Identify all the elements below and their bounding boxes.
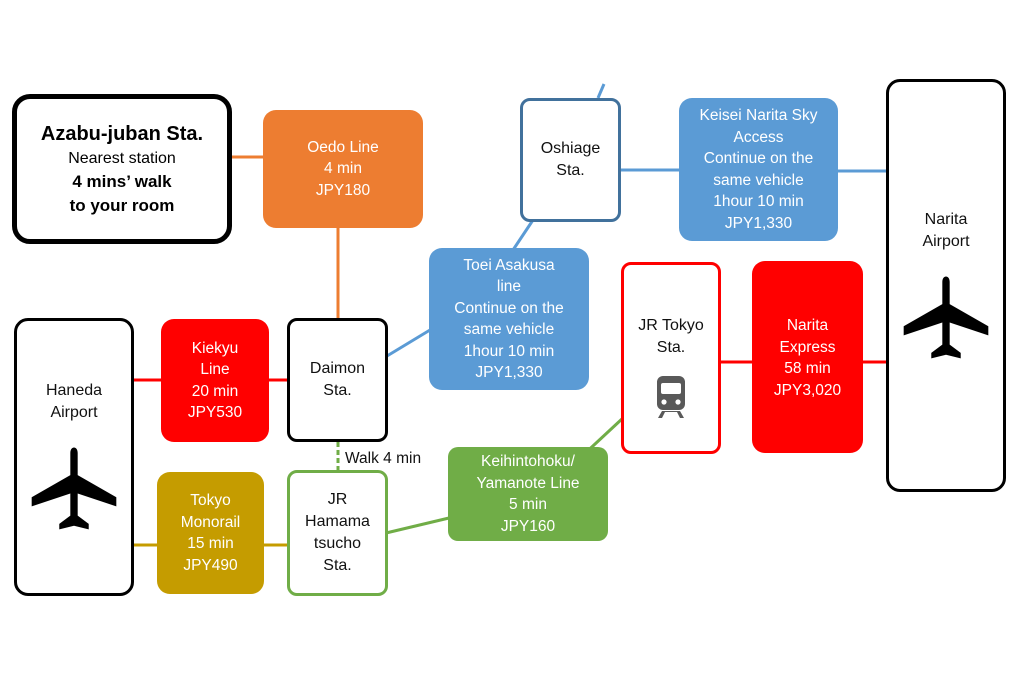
nex-time: 58 min (784, 360, 831, 377)
nex-name: Narita (786, 317, 829, 334)
asakusa-name: Toei Asakusa (463, 256, 555, 274)
asakusa-fare: JPY1,330 (475, 364, 543, 381)
hamamatsucho-operator: JR (327, 491, 348, 508)
oedo-line-fare: JPY180 (315, 181, 371, 199)
asakusa-line-word: line (496, 278, 522, 295)
monorail-fare: JPY490 (183, 556, 238, 574)
jr-tokyo-station-box: JR Tokyo Sta. (621, 262, 721, 454)
airplane-icon (903, 276, 989, 358)
monorail-line-word: Monorail (180, 513, 241, 531)
daimon-station-box: Daimon Sta. (287, 318, 388, 442)
oshiage-name: Oshiage (540, 140, 601, 157)
jr-tokyo-suffix: Sta. (656, 339, 686, 356)
keihin-time: 5 min (509, 496, 547, 513)
narita-express-card: Narita Express 58 min JPY3,020 (752, 261, 863, 453)
hamamatsucho-name-2: tsucho (313, 535, 362, 552)
hamamatsucho-name-1: Hamama (305, 513, 370, 530)
narita-name: Narita (924, 210, 968, 228)
daimon-suffix: Sta. (323, 382, 352, 399)
azabu-juban-station-box: Azabu-juban Sta. Nearest station 4 mins’… (12, 94, 232, 244)
oedo-line-card: Oedo Line 4 min JPY180 (263, 110, 423, 228)
daimon-name: Daimon (309, 360, 366, 377)
azabu-juban-subtitle: Nearest station (68, 150, 176, 167)
haneda-suffix: Airport (50, 404, 98, 421)
keisei-name-2: Access (733, 128, 784, 146)
keisei-name: Keisei Narita Sky (699, 107, 818, 124)
nex-name-2: Express (779, 338, 836, 356)
narita-suffix: Airport (922, 232, 970, 250)
asakusa-vehicle: same vehicle (463, 321, 555, 338)
azabu-juban-title: Azabu-juban Sta. (40, 123, 204, 145)
line-daimon-asakusa (386, 328, 431, 358)
monorail-name: Tokyo (190, 492, 231, 509)
tokyo-monorail-card: Tokyo Monorail 15 min JPY490 (157, 472, 264, 594)
line-hamamatsucho-keihin (385, 516, 450, 535)
keisei-fare: JPY1,330 (724, 214, 793, 232)
nex-fare: JPY3,020 (773, 381, 842, 399)
keihintohoku-yamanote-card: Keihintohoku/ Yamanote Line 5 min JPY160 (448, 447, 608, 541)
oedo-line-time: 4 min (324, 160, 362, 178)
line-oshiage-top (596, 83, 606, 99)
walk-time-label: Walk 4 min (345, 450, 422, 467)
line-asakusa-oshiage (511, 219, 535, 251)
kiekyu-line-word: Line (200, 361, 230, 378)
kiekyu-name: Kiekyu (191, 339, 239, 357)
asakusa-continue: Continue on the (454, 299, 564, 317)
keisei-continue: Continue on the (703, 150, 814, 167)
haneda-name: Haneda (45, 382, 103, 399)
monorail-time: 15 min (187, 535, 234, 552)
keihin-name-2: Yamanote Line (476, 474, 580, 492)
keisei-time: 1hour 10 min (713, 193, 804, 210)
kiekyu-line-card: Kiekyu Line 20 min JPY530 (161, 319, 269, 442)
asakusa-time: 1hour 10 min (463, 342, 555, 360)
haneda-airport-box: Haneda Airport (14, 318, 134, 596)
narita-airport-box: Narita Airport (886, 79, 1006, 492)
keisei-sky-access-card: Keisei Narita Sky Access Continue on the… (679, 98, 838, 241)
azabu-juban-walk: 4 mins’ walk (72, 172, 172, 191)
oshiage-station-box: Oshiage Sta. (520, 98, 621, 222)
kiekyu-time: 20 min (191, 382, 239, 400)
hamamatsucho-suffix: Sta. (323, 557, 352, 574)
oshiage-suffix: Sta. (556, 162, 585, 179)
toei-asakusa-card: Toei Asakusa line Continue on the same v… (429, 248, 589, 390)
hamamatsucho-station-box: JR Hamama tsucho Sta. (287, 470, 388, 596)
jr-tokyo-name: JR Tokyo (638, 317, 704, 334)
azabu-juban-walk-target: to your room (69, 196, 175, 215)
kiekyu-fare: JPY530 (187, 404, 243, 421)
keihin-name: Keihintohoku/ (481, 453, 575, 470)
train-icon (657, 376, 685, 418)
keihin-fare: JPY160 (500, 517, 556, 535)
oedo-line-name: Oedo Line (307, 138, 379, 156)
airplane-icon (31, 447, 117, 530)
keisei-vehicle: same vehicle (713, 171, 804, 189)
